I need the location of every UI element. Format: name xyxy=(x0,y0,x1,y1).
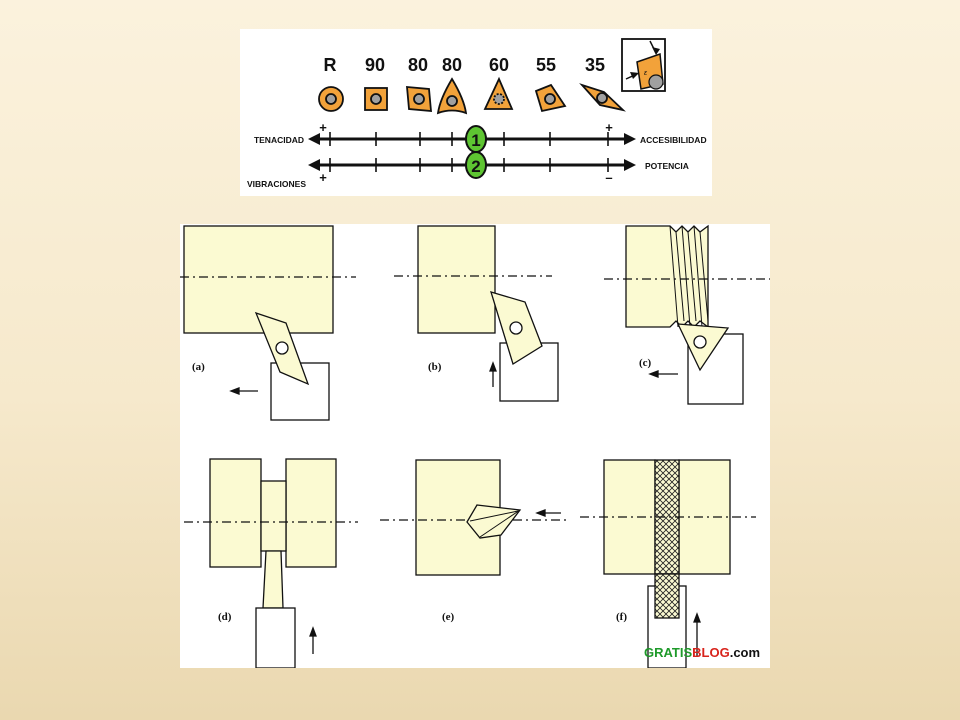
shape-label-90: 90 xyxy=(365,55,385,75)
operation-d xyxy=(184,458,358,669)
shape-label-80b: 80 xyxy=(442,55,462,75)
badge-1-number: 1 xyxy=(471,131,480,150)
workpiece-b xyxy=(417,225,496,334)
operation-f xyxy=(580,459,756,669)
label-f: (f) xyxy=(616,611,627,623)
shape-label-35: 35 xyxy=(585,55,605,75)
shape-label-55: 55 xyxy=(536,55,556,75)
workpiece-d-left xyxy=(209,458,262,568)
scale-line-1: + + TENACIDAD ACCESIBILIDAD 1 xyxy=(254,120,707,153)
turning-operations-diagram: (a) (b) (c) (d) (e) (f) GRATISBLOG.com xyxy=(180,224,770,669)
shape-label-r: R xyxy=(324,55,337,75)
badge-2: 2 xyxy=(465,151,487,179)
insert-selection-chart: R 90 80 80 60 55 35 xyxy=(240,29,712,196)
label-e: (e) xyxy=(442,611,455,623)
scale-1-left-sign: + xyxy=(319,120,327,135)
triangle-60-insert-icon xyxy=(483,76,514,110)
label-b: (b) xyxy=(428,361,442,373)
badge-1: 1 xyxy=(465,125,487,153)
rhombic-35-insert-icon xyxy=(579,83,626,112)
cutting-angle-detail-icon: ε xyxy=(621,38,666,92)
square-insert-icon xyxy=(364,87,388,111)
watermark: GRATISBLOG.com xyxy=(644,645,760,660)
workpiece-d-right xyxy=(285,458,337,568)
label-d: (d) xyxy=(218,611,232,623)
operation-e xyxy=(380,459,568,576)
round-insert-icon xyxy=(318,86,344,112)
scale-2-left-label: VIBRACIONES xyxy=(247,179,306,189)
tool-holder-d xyxy=(255,607,296,669)
insert-selection-svg: R 90 80 80 60 55 35 xyxy=(247,38,707,189)
trigon-80-insert-icon xyxy=(436,77,468,115)
rhombic-80-insert-icon xyxy=(406,86,432,112)
scale-1-right-sign: + xyxy=(605,120,613,135)
scale-1-right-label: ACCESIBILIDAD xyxy=(640,135,707,145)
scale-2-right-sign: – xyxy=(605,170,612,185)
badge-2-number: 2 xyxy=(471,157,480,176)
scale-2-right-label: POTENCIA xyxy=(645,161,689,171)
label-a: (a) xyxy=(192,361,205,373)
label-c: (c) xyxy=(639,357,652,369)
shape-label-80a: 80 xyxy=(408,55,428,75)
scale-1-left-label: TENACIDAD xyxy=(254,135,304,145)
operation-a xyxy=(180,225,356,421)
operation-c xyxy=(604,224,770,405)
shape-label-60: 60 xyxy=(489,55,509,75)
workpiece-f-right xyxy=(678,459,731,575)
scale-2-left-sign: + xyxy=(319,170,327,185)
scale-line-2: + – VIBRACIONES POTENCIA 2 xyxy=(247,151,689,189)
rhombic-55-insert-icon xyxy=(534,83,567,113)
workpiece-f-left xyxy=(603,459,656,575)
svg-text:ε: ε xyxy=(644,70,648,77)
operations-svg: (a) (b) (c) (d) (e) (f) GRATISBLOG.com xyxy=(180,224,770,669)
operation-b xyxy=(394,225,559,402)
parting-blade xyxy=(262,550,284,609)
